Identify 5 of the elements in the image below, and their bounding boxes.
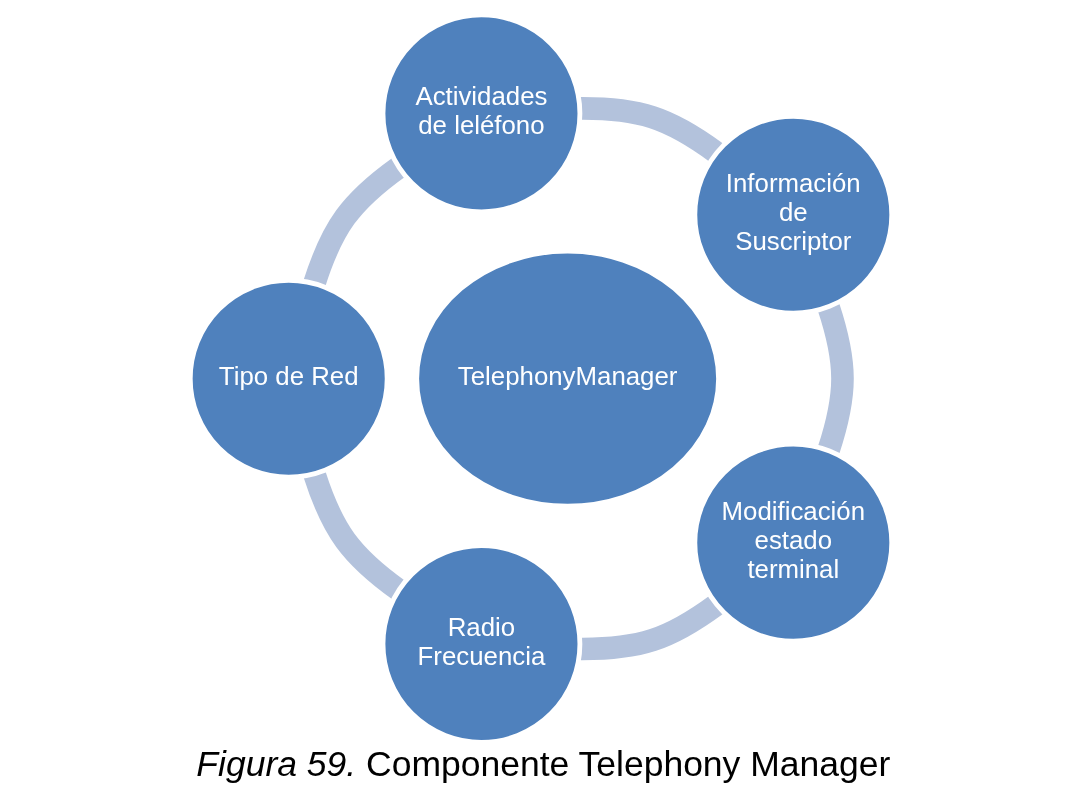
connector (579, 595, 723, 661)
connector (579, 97, 723, 162)
caption: Figura 59. Componente Telephony Manager (195, 743, 890, 784)
connector (303, 470, 406, 600)
connector (817, 303, 854, 454)
